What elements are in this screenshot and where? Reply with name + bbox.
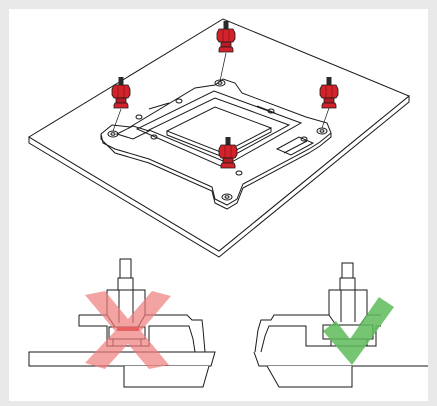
diagram-canvas — [28, 18, 428, 388]
correct-installation-panel — [253, 262, 428, 388]
x-mark-icon — [85, 291, 171, 369]
incorrect-installation-panel — [28, 258, 216, 388]
check-mark-icon — [323, 297, 394, 365]
backplate-bracket — [100, 78, 332, 210]
mounting-diagram — [9, 9, 428, 401]
alignment-lines — [112, 52, 330, 132]
